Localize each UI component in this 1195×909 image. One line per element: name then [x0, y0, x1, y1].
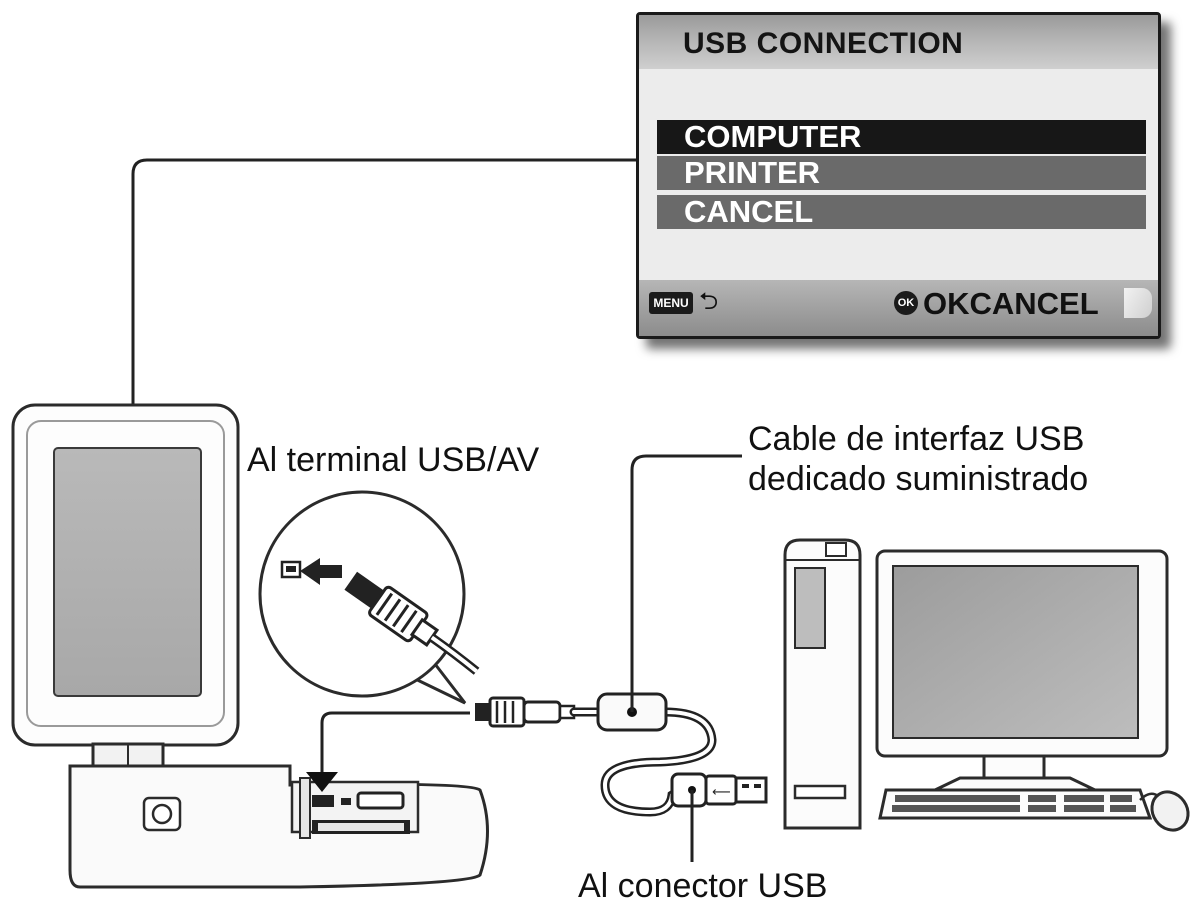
monitor-icon [875, 549, 1169, 792]
footer-tab-decoration [1124, 288, 1152, 318]
port-arrow [306, 711, 470, 792]
camera-icon [11, 403, 489, 889]
menu-option-cancel[interactable]: CANCEL [657, 195, 1146, 229]
menu-button-icon: MENU [649, 292, 693, 314]
svg-text:⟵: ⟵ [712, 785, 731, 800]
label-usb-cable: Cable de interfaz USB dedicado suministr… [748, 419, 1088, 499]
label-usb-cable-line2: dedicado suministrado [748, 460, 1089, 498]
menu-option-printer[interactable]: PRINTER [657, 156, 1146, 190]
usb-cable-icon: ⟵ [475, 692, 768, 817]
menu-footer: MENU ⮌ OK OKCANCEL [639, 280, 1158, 336]
label-usb-cable-line1: Cable de interfaz USB [748, 420, 1085, 458]
ok-cancel-label: OKCANCEL [923, 286, 1099, 321]
leader-line-cable [630, 454, 742, 712]
label-usb-av-terminal: Al terminal USB/AV [247, 441, 540, 479]
menu-title-bar: USB CONNECTION [639, 15, 1158, 69]
return-arrow-icon: ⮌ [699, 288, 719, 315]
ok-button-icon: OK [894, 291, 918, 315]
menu-option-computer[interactable]: COMPUTER [657, 120, 1146, 154]
usb-plug-magnifier [258, 490, 480, 705]
mouse-icon [1139, 790, 1190, 832]
usb-connection-menu: USB CONNECTION COMPUTER PRINTER CANCEL M… [636, 12, 1161, 339]
keyboard-icon [878, 788, 1153, 820]
menu-title: USB CONNECTION [683, 27, 964, 60]
label-usb-connector: Al conector USB [578, 867, 828, 905]
computer-tower-icon [783, 538, 862, 830]
